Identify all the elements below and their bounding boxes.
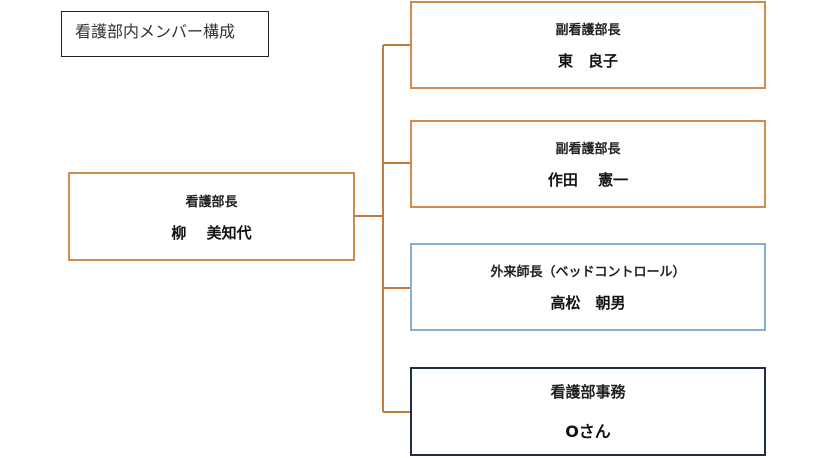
chart-title: 看護部内メンバー構成 — [61, 11, 269, 57]
member-name-3: 高松 朝男 — [550, 294, 626, 312]
chief-name: 柳 美知代 — [171, 223, 252, 242]
chief-box: 看護部長 柳 美知代 — [68, 172, 355, 261]
member-role-4: 看護部事務 — [550, 383, 626, 401]
member-role-2: 副看護部長 — [555, 142, 621, 157]
member-name-4: Oさん — [565, 422, 611, 441]
member-name-1: 東 良子 — [557, 52, 618, 70]
member-box-4: 看護部事務 Oさん — [410, 367, 766, 456]
member-name-2: 作田 憲一 — [547, 171, 629, 189]
member-box-1: 副看護部長 東 良子 — [410, 1, 766, 89]
chief-role: 看護部長 — [185, 194, 238, 210]
member-role-1: 副看護部長 — [555, 23, 621, 38]
member-box-2: 副看護部長 作田 憲一 — [410, 120, 766, 208]
member-role-3: 外来師長（ベッドコントロール） — [490, 265, 686, 280]
member-box-3: 外来師長（ベッドコントロール） 高松 朝男 — [410, 243, 766, 331]
